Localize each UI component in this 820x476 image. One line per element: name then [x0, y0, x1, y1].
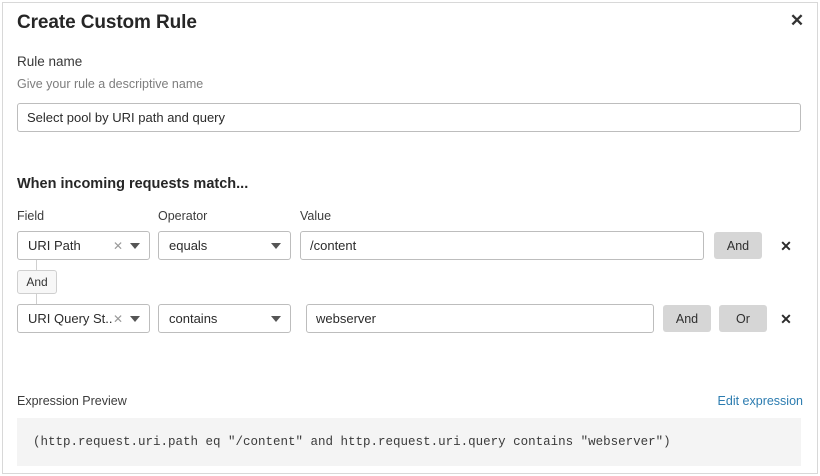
chevron-down-icon[interactable]: [271, 315, 281, 322]
column-header-field: Field: [17, 209, 45, 223]
value-input-row-1[interactable]: [300, 231, 704, 260]
or-button-row-2[interactable]: Or: [719, 305, 767, 332]
page-title: Create Custom Rule: [17, 12, 197, 33]
field-select-value-row-2: URI Query St...: [28, 311, 113, 326]
field-select-row-1[interactable]: URI Path ✕: [17, 231, 150, 260]
expression-preview-box: (http.request.uri.path eq "/content" and…: [17, 418, 801, 466]
chevron-down-icon[interactable]: [130, 315, 140, 322]
match-section-heading: When incoming requests match...: [17, 176, 249, 192]
close-icon[interactable]: ✕: [789, 10, 805, 30]
chevron-down-icon[interactable]: [271, 242, 281, 249]
clear-icon[interactable]: ✕: [112, 238, 123, 253]
remove-condition-row-2[interactable]: ✕: [780, 311, 792, 327]
column-header-operator: Operator: [158, 209, 208, 223]
connector-line-top: [36, 260, 37, 270]
rule-name-label: Rule name: [17, 54, 83, 69]
column-header-value: Value: [300, 209, 332, 223]
expression-preview-label: Expression Preview: [17, 394, 127, 408]
rule-name-input[interactable]: [17, 103, 801, 132]
and-button-row-1[interactable]: And: [714, 232, 762, 259]
clear-icon[interactable]: ✕: [112, 311, 123, 326]
remove-condition-row-1[interactable]: ✕: [780, 238, 792, 254]
edit-expression-link[interactable]: Edit expression: [717, 394, 803, 408]
expression-preview-code: (http.request.uri.path eq "/content" and…: [33, 435, 671, 449]
group-connector-and[interactable]: And: [17, 270, 57, 294]
operator-select-row-1[interactable]: equals: [158, 231, 291, 260]
chevron-down-icon[interactable]: [130, 242, 140, 249]
operator-select-row-2[interactable]: contains: [158, 304, 291, 333]
connector-line-bottom: [36, 294, 37, 305]
field-select-value-row-1: URI Path: [28, 238, 81, 253]
operator-select-value-row-1: equals: [169, 238, 208, 253]
operator-select-value-row-2: contains: [169, 311, 218, 326]
value-input-row-2[interactable]: [306, 304, 654, 333]
field-select-row-2[interactable]: URI Query St... ✕: [17, 304, 150, 333]
rule-name-hint: Give your rule a descriptive name: [17, 77, 204, 91]
and-button-row-2[interactable]: And: [663, 305, 711, 332]
